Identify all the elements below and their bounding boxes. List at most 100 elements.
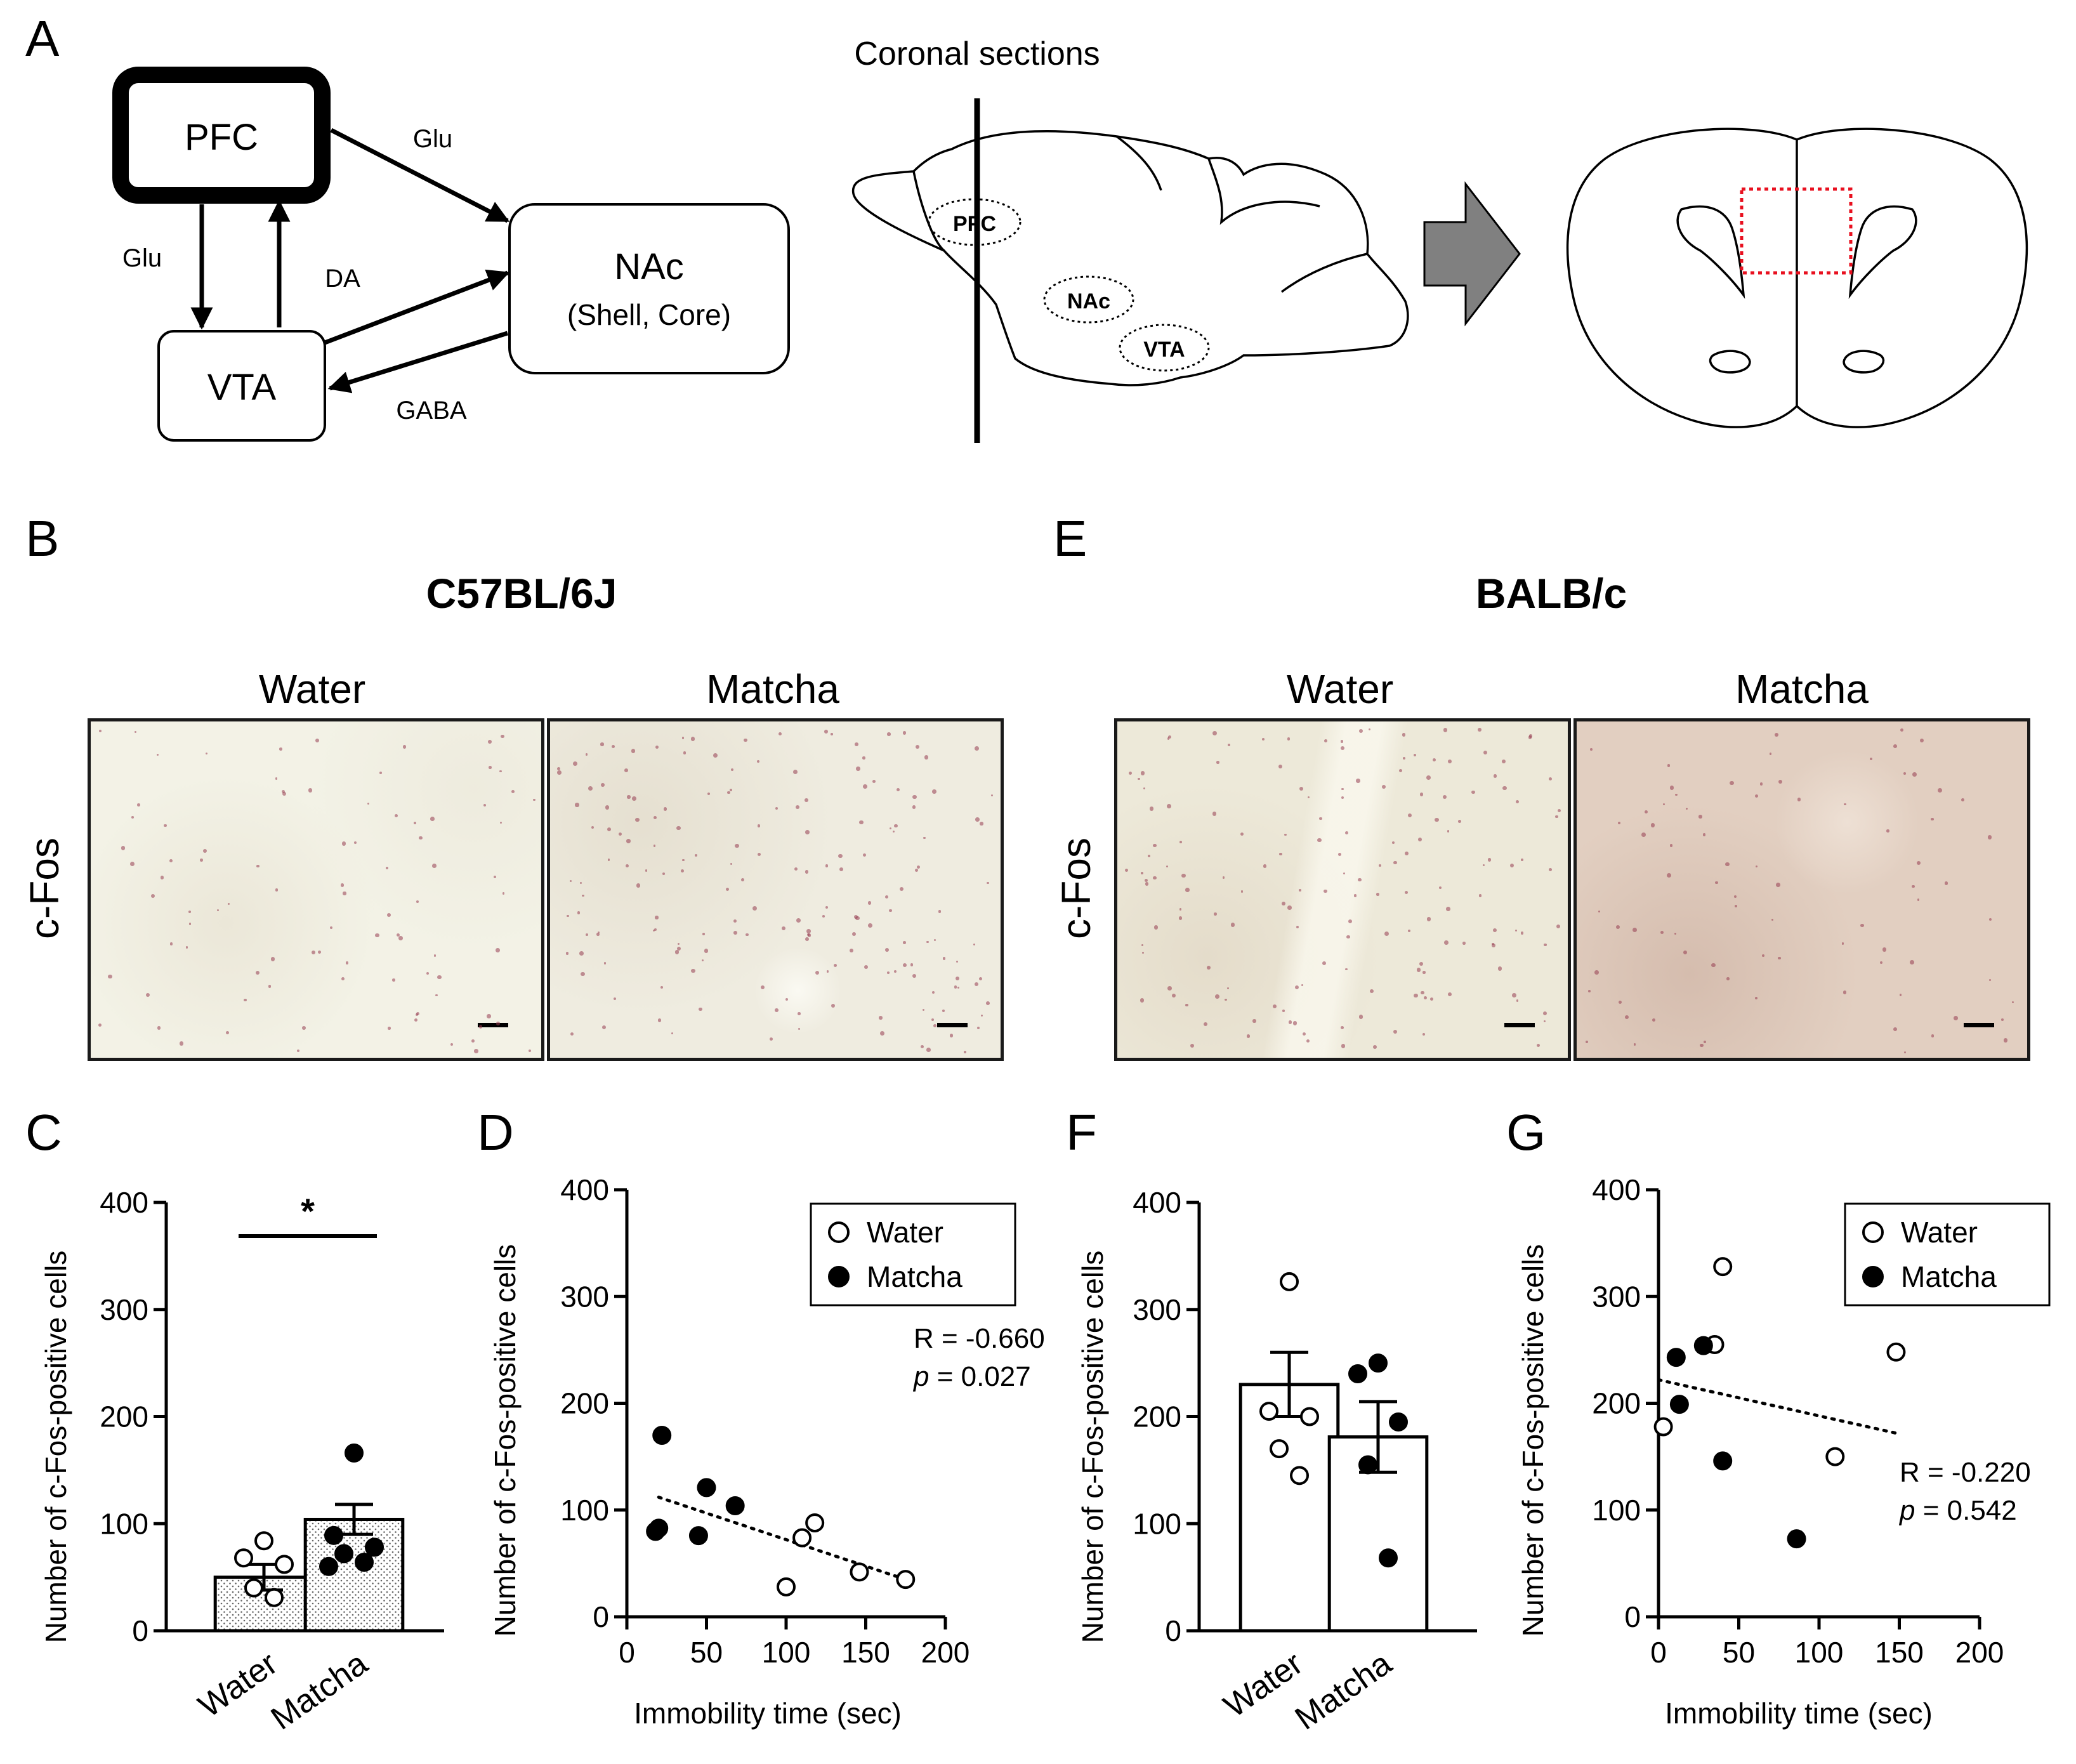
cfos-positive-nucleus [185, 946, 188, 949]
cfos-positive-nucleus [1775, 883, 1780, 888]
stat-p-d: p = 0.027 [912, 1361, 1031, 1392]
column-label-matcha-e: Matcha [1735, 666, 1869, 712]
cfos-positive-nucleus [1703, 1041, 1706, 1043]
cfos-positive-nucleus [1393, 1029, 1398, 1034]
cfos-positive-nucleus [402, 745, 407, 749]
data-point-f [1270, 1439, 1289, 1459]
cfos-positive-nucleus [923, 836, 926, 839]
cfos-positive-nucleus [1860, 924, 1864, 928]
cfos-positive-nucleus [511, 789, 515, 794]
data-point-f [1379, 1548, 1398, 1568]
data-point-f [1290, 1466, 1309, 1485]
micrograph-texture [91, 721, 541, 1058]
cfos-positive-nucleus [1619, 1000, 1622, 1004]
data-point-f [1259, 1402, 1278, 1421]
cfos-positive-nucleus [1733, 895, 1737, 898]
y-tick-label-g: 100 [1592, 1494, 1641, 1527]
cfos-positive-nucleus [275, 777, 277, 780]
cfos-positive-nucleus [156, 753, 159, 756]
cfos-positive-nucleus [1369, 728, 1371, 731]
cfos-positive-nucleus [770, 1037, 773, 1041]
edge-label-vta-pfc: DA [325, 265, 360, 293]
cfos-positive-nucleus [973, 944, 976, 946]
cfos-positive-nucleus [1893, 744, 1898, 748]
x-tick-label-d: 100 [762, 1636, 811, 1669]
gray-right-arrow [1423, 181, 1521, 327]
cfos-positive-nucleus [216, 909, 219, 912]
y-tick-label-d: 400 [560, 1173, 609, 1206]
cfos-positive-nucleus [1497, 966, 1502, 971]
cfos-positive-nucleus [1644, 810, 1648, 813]
cfos-positive-nucleus [793, 769, 798, 774]
cfos-positive-nucleus [912, 805, 916, 809]
stat-r-g: R = -0.220 [1900, 1457, 2031, 1488]
cfos-positive-nucleus [900, 887, 904, 892]
cfos-positive-nucleus [626, 864, 629, 867]
cfos-positive-nucleus [932, 789, 936, 794]
cfos-positive-nucleus [985, 1001, 990, 1006]
cfos-positive-nucleus [1556, 925, 1561, 929]
cfos-positive-nucleus [1916, 860, 1921, 865]
cfos-positive-nucleus [880, 1030, 885, 1036]
cfos-positive-nucleus [887, 971, 890, 975]
cfos-positive-nucleus [730, 862, 732, 865]
cfos-positive-nucleus [987, 882, 989, 885]
cfos-positive-nucleus [1422, 1032, 1426, 1036]
cfos-positive-nucleus [1143, 787, 1146, 790]
cfos-positive-nucleus [735, 843, 739, 848]
cfos-positive-nucleus [1306, 1039, 1310, 1043]
cfos-positive-nucleus [570, 1032, 574, 1036]
cfos-positive-nucleus [859, 820, 864, 825]
cfos-positive-nucleus [134, 730, 136, 734]
data-point-d-matcha [688, 1526, 708, 1546]
cfos-positive-nucleus [375, 933, 379, 937]
cfos-positive-nucleus [1502, 786, 1507, 791]
y-tick-label-f: 400 [1133, 1186, 1181, 1219]
cfos-positive-nucleus [1487, 857, 1492, 862]
cfos-positive-nucleus [1726, 977, 1730, 980]
cfos-positive-nucleus [636, 883, 641, 888]
cfos-positive-nucleus [494, 876, 497, 879]
cfos-positive-nucleus [1544, 1020, 1546, 1022]
cfos-positive-nucleus [757, 824, 761, 827]
cfos-positive-nucleus [852, 932, 857, 937]
cfos-positive-nucleus [683, 751, 687, 754]
data-point-f [1358, 1455, 1377, 1475]
cfos-positive-nucleus [2001, 1018, 2004, 1021]
cfos-positive-nucleus [1662, 803, 1665, 806]
cfos-positive-nucleus [1222, 876, 1225, 879]
cfos-positive-nucleus [1384, 931, 1389, 937]
pfc-region-label: PFC [953, 212, 996, 236]
x-tick-label-g: 150 [1875, 1636, 1924, 1669]
cfos-positive-nucleus [1615, 925, 1620, 930]
cfos-positive-nucleus [916, 744, 920, 749]
cfos-positive-nucleus [1179, 908, 1182, 911]
cfos-positive-nucleus [1683, 951, 1687, 954]
cfos-positive-nucleus [1413, 993, 1418, 998]
cfos-positive-nucleus [1443, 728, 1448, 732]
data-point-f [1389, 1412, 1408, 1432]
cfos-positive-nucleus [885, 895, 889, 899]
cfos-positive-nucleus [1301, 984, 1304, 987]
cfos-positive-nucleus [806, 929, 811, 934]
cfos-positive-nucleus [1141, 951, 1144, 954]
data-point-f [1369, 1353, 1388, 1373]
cfos-positive-nucleus [680, 869, 685, 873]
cfos-positive-nucleus [1432, 758, 1436, 762]
cfos-positive-nucleus [1502, 760, 1506, 763]
data-point-f [1300, 1407, 1319, 1426]
cfos-positive-nucleus [1685, 808, 1688, 810]
cfos-positive-nucleus [1340, 740, 1344, 743]
data-point-d-matcha [725, 1496, 745, 1516]
cfos-positive-nucleus [1912, 772, 1917, 777]
cfos-positive-nucleus [974, 746, 979, 751]
cfos-positive-nucleus [1153, 925, 1158, 930]
cfos-positive-nucleus [889, 827, 892, 830]
vta-region-outline [1119, 324, 1210, 372]
legend-label-d-matcha: Matcha [867, 1260, 962, 1293]
cfos-positive-nucleus [976, 1027, 980, 1029]
cfos-positive-nucleus [1292, 1021, 1298, 1025]
micrograph-c57-water [88, 718, 544, 1061]
cfos-positive-nucleus [1166, 803, 1171, 808]
data-point-d-water [777, 1577, 796, 1596]
